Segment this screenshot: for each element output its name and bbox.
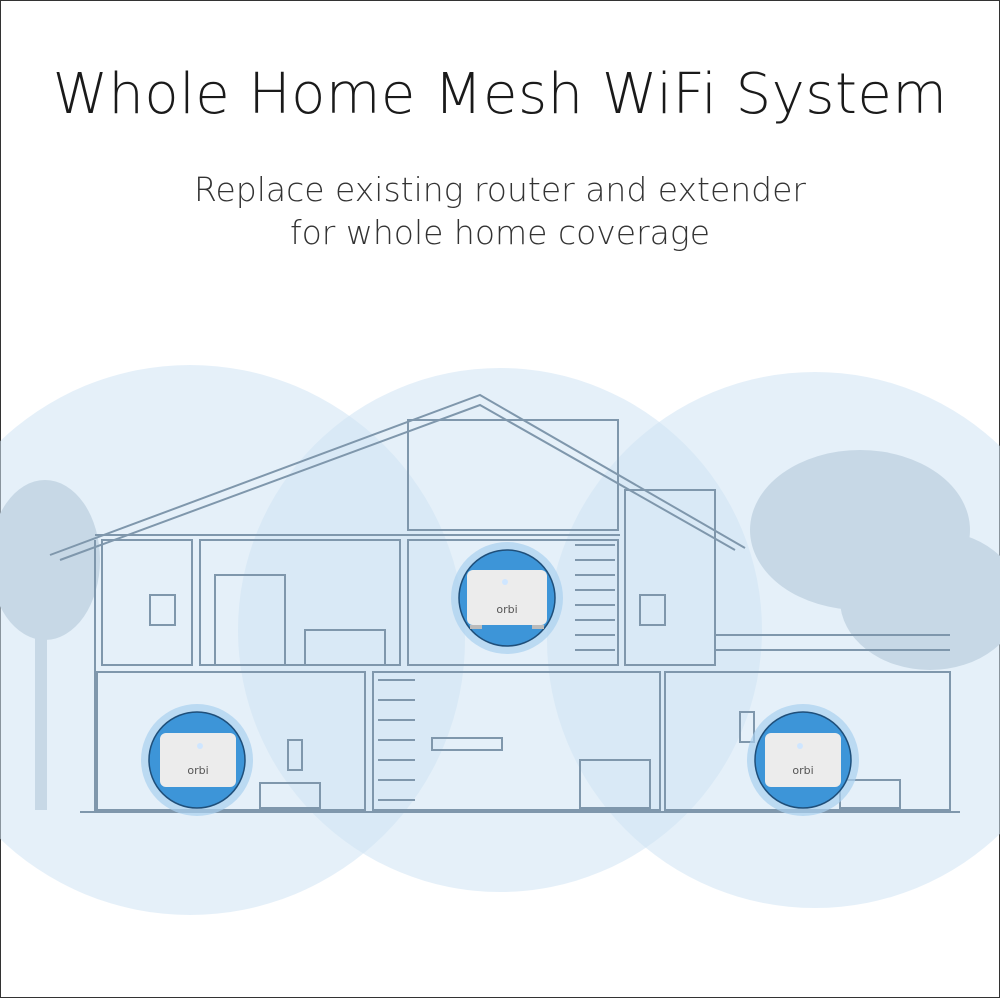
subtitle-line-1: Replace existing router and extender (194, 170, 806, 209)
subtitle-line-2: for whole home coverage (289, 213, 711, 252)
house-stairs (378, 544, 615, 801)
house-outline (49, 393, 960, 813)
device-brand-label: orbi (496, 603, 517, 616)
orbi-router-center: orbi (451, 542, 563, 654)
headline: Whole Home Mesh WiFi System (52, 62, 948, 127)
status-light-icon (797, 743, 803, 749)
device-brand-label: orbi (187, 764, 208, 777)
orbi-satellite-left: orbi (141, 704, 253, 816)
orbi-satellite-right: orbi (747, 704, 859, 816)
status-light-icon (502, 579, 508, 585)
device-brand-label: orbi (792, 764, 813, 777)
status-light-icon (197, 743, 203, 749)
